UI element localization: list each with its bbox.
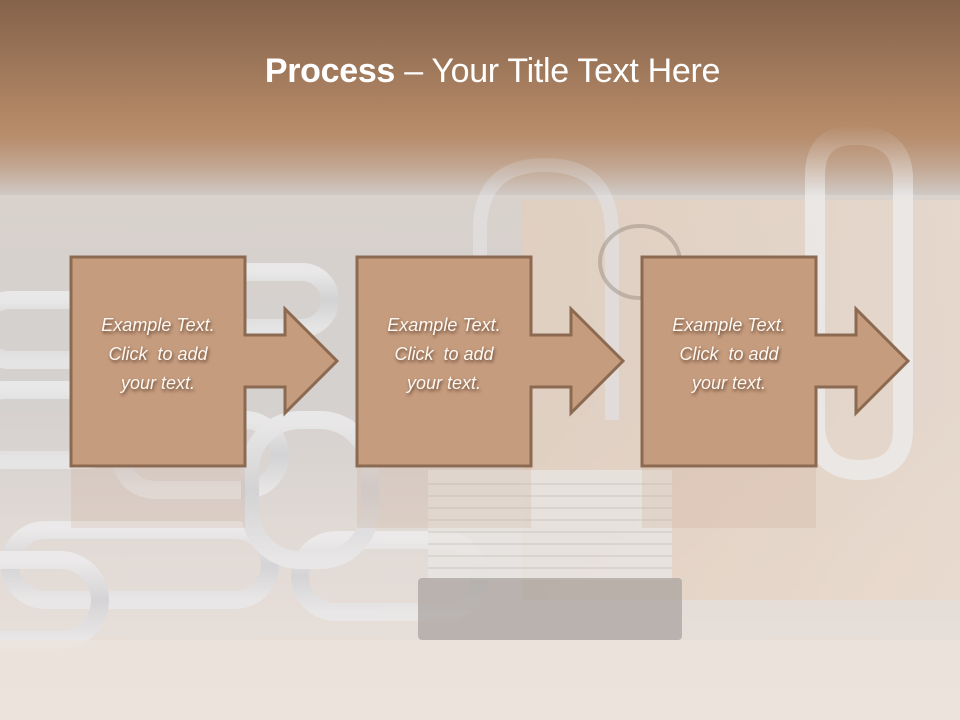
- step-1-line-2: Click to add: [108, 344, 208, 364]
- step-2-line-3: your text.: [406, 373, 482, 393]
- step-2-line-1: Example Text.: [387, 315, 501, 335]
- step-3-line-2: Click to add: [679, 344, 779, 364]
- step-3-line-3: your text.: [691, 373, 767, 393]
- step-1-text[interactable]: Example Text. Click to add your text.: [71, 311, 245, 398]
- step-1-line-3: your text.: [120, 373, 196, 393]
- step-3-line-1: Example Text.: [672, 315, 786, 335]
- step-3-text[interactable]: Example Text. Click to add your text.: [642, 311, 816, 398]
- title-bold: Process: [264, 52, 396, 90]
- slide-title[interactable]: Process – Your Title Text Here: [0, 52, 960, 91]
- step-1-line-1: Example Text.: [101, 315, 215, 335]
- step-2-line-2: Click to add: [394, 344, 494, 364]
- step-2-text[interactable]: Example Text. Click to add your text.: [357, 311, 531, 398]
- title-rest: – Your Title Text Here: [395, 52, 721, 90]
